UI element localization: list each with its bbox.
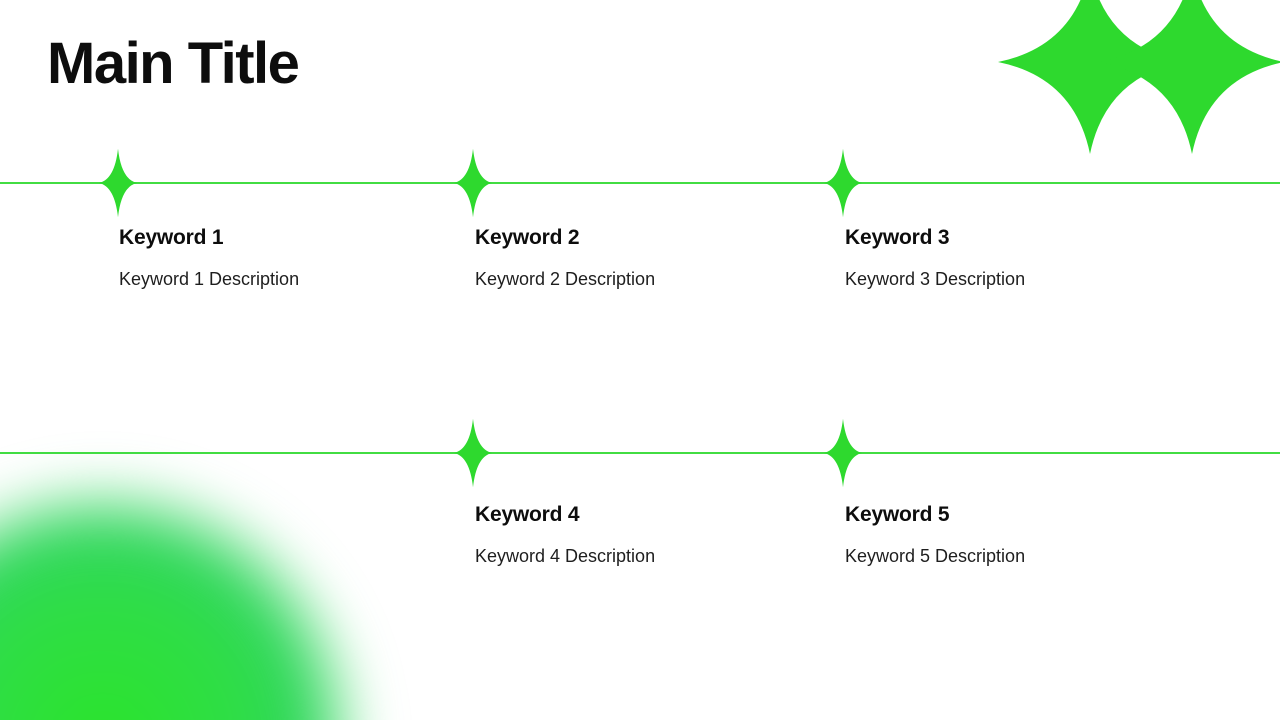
keyword-item: Keyword 5 Keyword 5 Description — [845, 502, 1185, 569]
sparkle-icon — [998, 0, 1182, 154]
sparkle-icon — [454, 418, 492, 488]
keyword-description: Keyword 2 Description — [475, 269, 656, 290]
gradient-blob — [0, 468, 375, 720]
keyword-description: Keyword 1 Description — [119, 269, 300, 290]
keyword-title: Keyword 1 — [119, 226, 224, 249]
divider-line — [0, 182, 1280, 184]
keyword-description: Keyword 3 Description — [845, 269, 1026, 290]
keyword-title: Keyword 3 — [845, 226, 950, 249]
keyword-item: Keyword 3 Keyword 3 Description — [845, 225, 1185, 292]
keyword-title: Keyword 4 — [475, 503, 580, 526]
sparkle-icon — [99, 148, 137, 218]
sparkle-icon — [454, 148, 492, 218]
keyword-title: Keyword 5 — [845, 503, 950, 526]
sparkle-icon — [1100, 0, 1280, 154]
keyword-title: Keyword 2 — [475, 226, 580, 249]
page-title: Main Title — [47, 31, 300, 96]
keyword-item: Keyword 4 Keyword 4 Description — [475, 502, 815, 569]
keyword-item: Keyword 1 Keyword 1 Description — [119, 225, 459, 292]
keyword-item: Keyword 2 Keyword 2 Description — [475, 225, 815, 292]
sparkle-icon — [824, 148, 862, 218]
keyword-description: Keyword 4 Description — [475, 546, 656, 567]
keyword-description: Keyword 5 Description — [845, 546, 1026, 567]
sparkle-icon — [824, 418, 862, 488]
divider-line — [0, 452, 1280, 454]
